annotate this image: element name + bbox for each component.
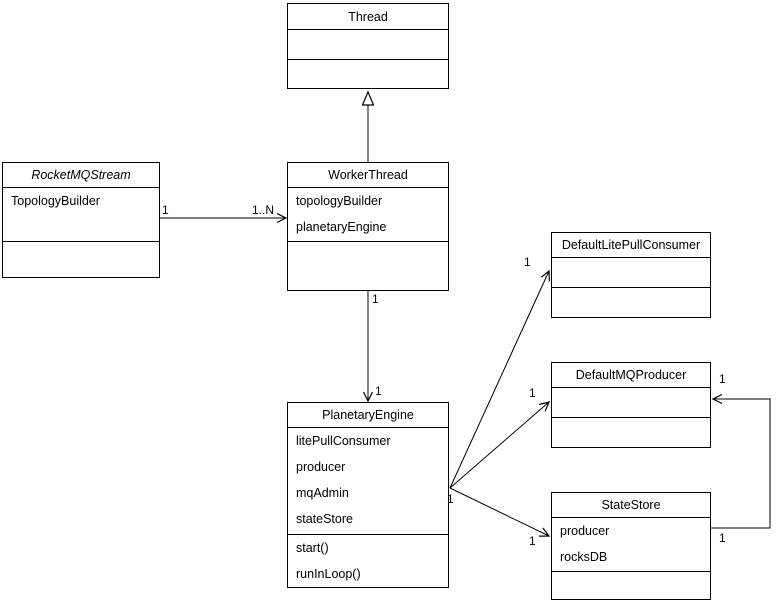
class-attributes-section: topologyBuilder planetaryEngine	[288, 188, 448, 242]
class-title: DefaultLitePullConsumer	[552, 233, 710, 258]
class-attributes-section: TopologyBuilder	[3, 188, 159, 242]
class-defaultmqproducer: DefaultMQProducer	[551, 362, 711, 448]
class-thread: Thread	[287, 3, 449, 89]
multiplicity-label: 1	[447, 492, 454, 506]
edge-planetaryengine-to-defaultlitepullconsumer	[449, 269, 550, 489]
class-workerthread: WorkerThread topologyBuilder planetaryEn…	[287, 162, 449, 291]
class-title: Thread	[288, 4, 448, 30]
class-attributes-section	[552, 388, 710, 418]
class-attribute: stateStore	[296, 512, 353, 526]
class-statestore: StateStore producer rocksDB	[551, 492, 711, 600]
class-title: StateStore	[552, 493, 710, 518]
class-title: RocketMQStream	[3, 163, 159, 188]
edge-planetaryengine-to-statestore	[449, 487, 551, 537]
class-attributes-section	[552, 258, 710, 288]
multiplicity-label: 1	[372, 292, 379, 306]
multiplicity-label: 1	[719, 372, 726, 386]
multiplicity-label: 1	[529, 534, 536, 548]
class-attribute: mqAdmin	[296, 486, 349, 500]
class-attribute: planetaryEngine	[296, 220, 387, 234]
class-methods-section	[552, 572, 710, 599]
multiplicity-label: 1	[719, 531, 726, 545]
edge-planetaryengine-to-defaultmqproducer	[449, 401, 551, 489]
class-defaultlitepullconsumer: DefaultLitePullConsumer	[551, 232, 711, 318]
multiplicity-label: 1	[162, 203, 169, 217]
class-methods-section	[552, 418, 710, 447]
class-attribute: TopologyBuilder	[11, 194, 100, 208]
multiplicity-label: 1	[375, 384, 382, 398]
multiplicity-label: 1..N	[252, 203, 275, 217]
class-planetaryengine: PlanetaryEngine litePullConsumer produce…	[287, 402, 449, 588]
class-attribute: producer	[560, 524, 610, 538]
class-attributes-section	[288, 30, 448, 60]
class-rocketmqstream: RocketMQStream TopologyBuilder	[2, 162, 160, 278]
class-attributes-section: producer rocksDB	[552, 518, 710, 572]
class-title: PlanetaryEngine	[288, 403, 448, 428]
class-method: start()	[296, 541, 329, 555]
class-methods-section	[552, 288, 710, 317]
class-methods-section	[288, 242, 448, 290]
multiplicity-label: 1	[524, 255, 531, 269]
class-title: DefaultMQProducer	[552, 363, 710, 388]
edge-statestore-to-defaultmqproducer	[711, 393, 771, 529]
class-method: runInLoop()	[296, 567, 361, 581]
class-attribute: litePullConsumer	[296, 434, 391, 448]
class-attribute: rocksDB	[560, 550, 608, 564]
class-methods-section: start() runInLoop()	[288, 535, 448, 587]
class-methods-section	[3, 242, 159, 277]
class-attribute: topologyBuilder	[296, 194, 383, 208]
class-attribute: producer	[296, 460, 346, 474]
multiplicity-label: 1	[529, 386, 536, 400]
class-title: WorkerThread	[288, 163, 448, 188]
class-methods-section	[288, 60, 448, 88]
class-attributes-section: litePullConsumer producer mqAdmin stateS…	[288, 428, 448, 535]
